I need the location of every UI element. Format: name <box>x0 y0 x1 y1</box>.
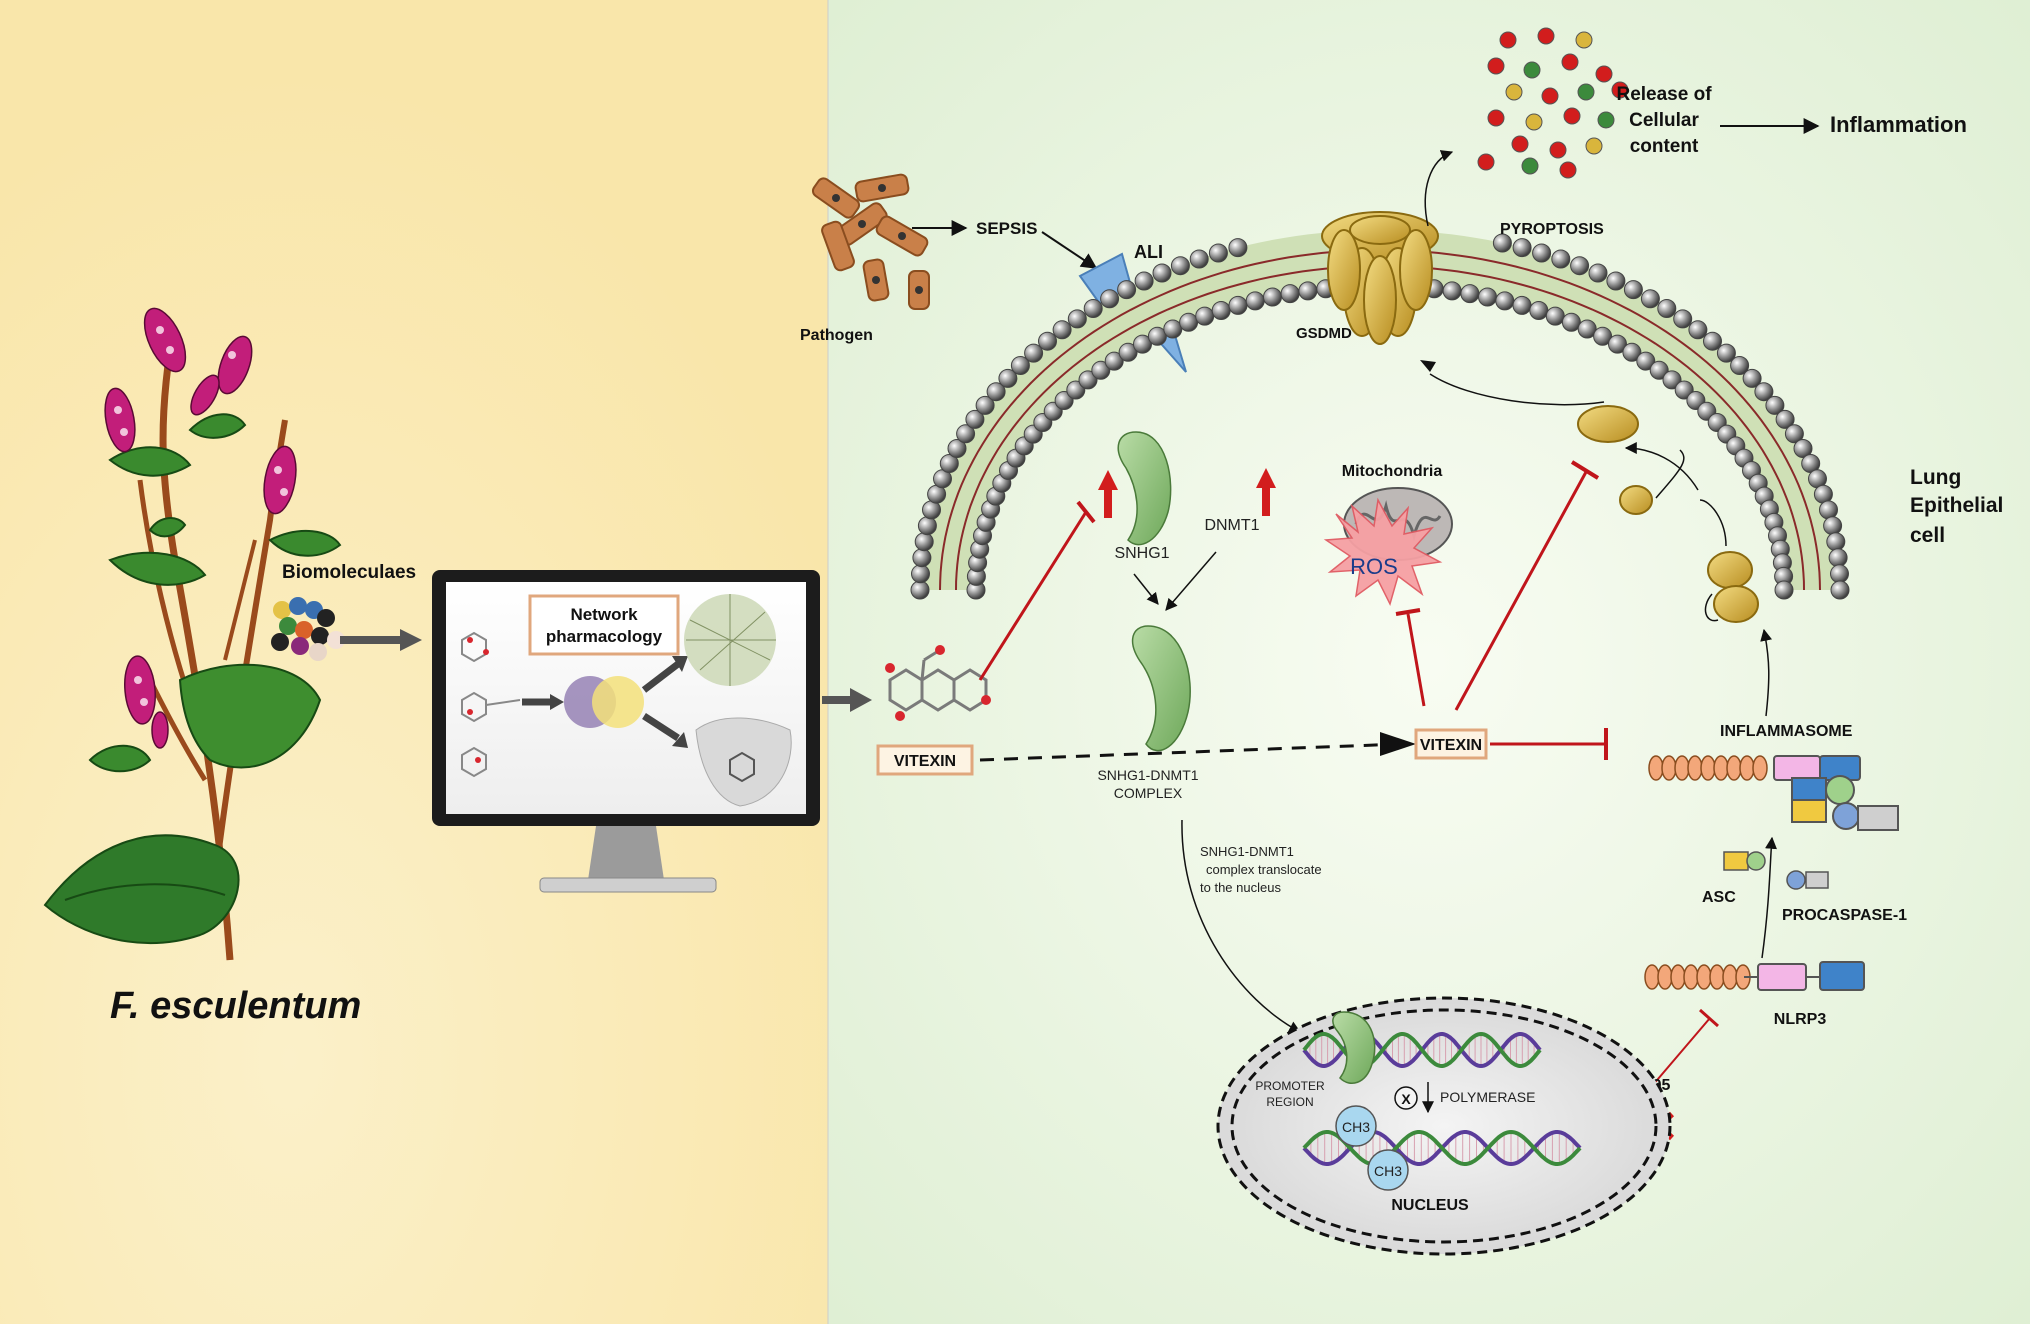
snhg1-dnmt1-complex-shape <box>1131 625 1191 752</box>
pathogen-label: Pathogen <box>800 327 873 344</box>
buckwheat-plant-illustration <box>43 307 342 961</box>
ch3-marker-b <box>1367 1149 1409 1191</box>
network-pharmacology-box <box>528 594 680 656</box>
promoter-line1: PROMOTER <box>1255 1079 1325 1093</box>
biomolecules-label: Biomoleculaes <box>282 562 416 583</box>
gsdmd-label: GSDMD <box>1296 325 1352 342</box>
monitor-title-line1: Network <box>570 605 638 624</box>
snhg1-label: SNHG1 <box>1114 545 1169 562</box>
molecule-structures-icon <box>461 631 521 778</box>
venn-diagram-icon <box>564 676 644 728</box>
nucleus-inner <box>1230 1008 1658 1244</box>
procaspase-label: PROCASPASE-1 <box>1782 907 1907 924</box>
nucleus-complex-shape <box>1332 1011 1376 1084</box>
translocate-line3: to the nucleus <box>1200 880 1281 895</box>
ali-label: ALI <box>1134 242 1163 262</box>
inflammasome-complex-icon <box>1648 755 1768 781</box>
species-label: F. esculentum <box>110 985 361 1027</box>
complex-label-line2: COMPLEX <box>1114 785 1183 801</box>
vitexin-label-left: VITEXIN <box>894 753 956 770</box>
mir495-inhibit-nlrp3 <box>1651 1017 1711 1087</box>
biomolecules-cluster-icon <box>271 597 345 661</box>
pyroptosis-label: PYROPTOSIS <box>1500 221 1604 238</box>
gsdmd-pore-icon <box>1321 211 1439 345</box>
network-graph-icon <box>684 594 776 686</box>
vitexin-inhibit-snhg1 <box>978 511 1088 681</box>
nucleus-label: NUCLEUS <box>1391 1197 1469 1214</box>
translocate-line1: SNHG1-DNMT1 <box>1200 844 1294 859</box>
nlrp3-icon <box>1644 964 1751 990</box>
dnmt1-up-arrow <box>1256 468 1276 516</box>
active-caspase-upper-icon <box>1707 551 1753 589</box>
vitexin-box-left <box>876 744 974 776</box>
cleaved-gsdmd-icon <box>1577 405 1639 443</box>
mitochondria-label: Mitochondria <box>1342 463 1443 480</box>
inflammation-label: Inflammation <box>1830 112 1967 137</box>
release-line1: Release of <box>1616 84 1712 105</box>
polymerase-label: POLYMERASE <box>1440 1089 1535 1105</box>
translocate-line2: complex translocate <box>1206 862 1322 877</box>
monitor-title-line2: pharmacology <box>546 627 663 646</box>
promoter-line2: REGION <box>1266 1095 1313 1109</box>
caspase-subunit-icon <box>1619 485 1653 515</box>
ch3-label-b: CH3 <box>1374 1163 1402 1179</box>
asc-label: ASC <box>1702 889 1736 906</box>
vitexin-inhibit-gsdmd <box>1454 471 1588 711</box>
sepsis-label: SEPSIS <box>976 219 1037 238</box>
cell-label-line1: Lung <box>1910 466 1961 489</box>
nlrp3-label: NLRP3 <box>1774 1011 1827 1028</box>
polymerase-blocked-icon <box>1394 1086 1418 1110</box>
inflammasome-label: INFLAMMASOME <box>1720 723 1853 740</box>
nucleus-outer <box>1216 996 1672 1256</box>
vitexin-inhibit-ros <box>1406 613 1426 707</box>
procaspase-icon <box>1786 870 1829 890</box>
dnmt1-label: DNMT1 <box>1204 517 1259 534</box>
released-cellular-content <box>1477 27 1629 179</box>
release-line3: content <box>1630 136 1699 157</box>
cell-label-line3: cell <box>1910 524 1945 547</box>
ros-starburst-icon <box>1323 497 1443 607</box>
vitexin-label-center: VITEXIN <box>1420 737 1482 754</box>
snhg1-up-arrow <box>1098 470 1118 518</box>
complex-label-line1: SNHG1-DNMT1 <box>1097 767 1198 783</box>
snhg1-shape <box>1117 431 1172 546</box>
cell-label-line2: Epithelial <box>1910 494 2003 517</box>
release-line2: Cellular <box>1629 110 1699 131</box>
asc-icon <box>1723 851 1766 871</box>
ros-label: ROS <box>1350 554 1398 579</box>
vitexin-box-center <box>1414 728 1488 760</box>
docking-structure-icon <box>695 717 792 807</box>
active-caspase-lower-icon <box>1713 585 1759 623</box>
x-mark-label: X <box>1401 1091 1411 1107</box>
ch3-marker-a <box>1335 1105 1377 1147</box>
ch3-label-a: CH3 <box>1342 1119 1370 1135</box>
